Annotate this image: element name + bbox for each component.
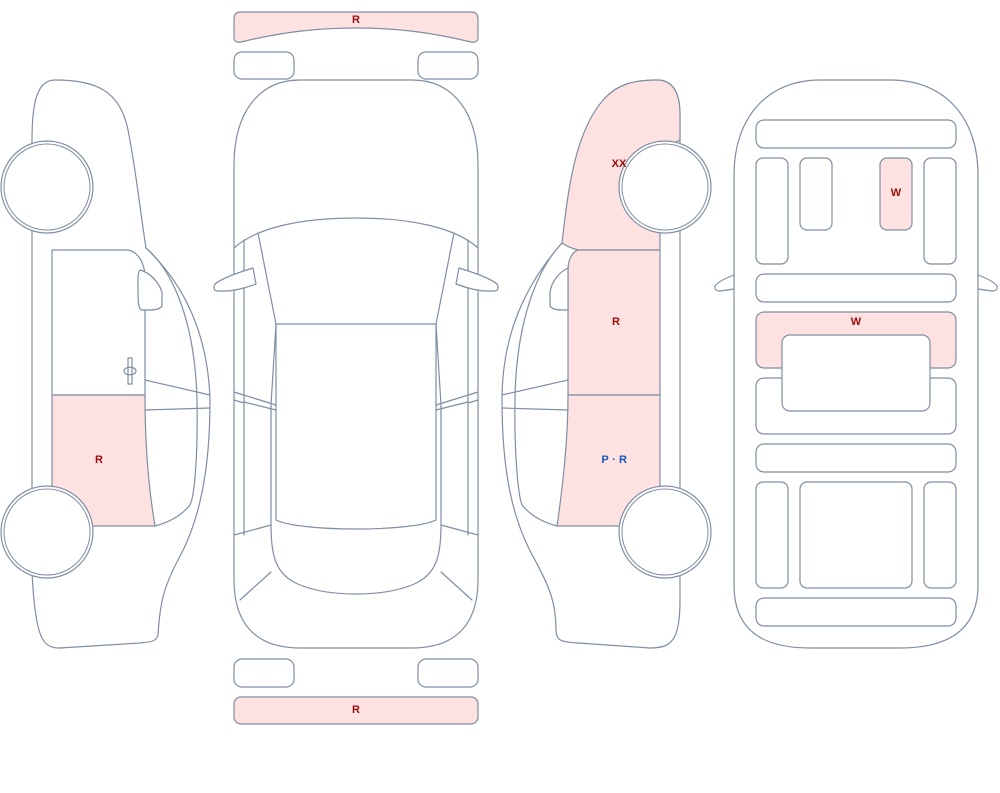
interior-left-rear-door-trim[interactable]: [755, 481, 789, 589]
left-front-wheel[interactable]: [0, 140, 94, 234]
left-side-windows: [144, 247, 211, 527]
rear-bumper-panel[interactable]: [233, 696, 479, 725]
front-bumper-panel[interactable]: [233, 11, 479, 43]
mark-front-bumper: R: [352, 14, 360, 26]
roof-outline: [257, 232, 455, 325]
top-door-lines: [233, 391, 479, 411]
left-mirror[interactable]: [137, 269, 163, 311]
interior-dashboard[interactable]: [755, 119, 957, 149]
interior-center-armrest[interactable]: [781, 334, 931, 412]
right-side-windows: [501, 242, 569, 527]
left-side-view: R: [0, 79, 211, 649]
mark-interior-passenger-airbag: W: [891, 187, 902, 199]
interior-trunk[interactable]: [755, 597, 957, 627]
right-rear-wheel[interactable]: [618, 485, 712, 579]
left-rear-wheel[interactable]: [0, 485, 94, 579]
interior-right-front-door-trim[interactable]: [923, 157, 957, 265]
top-right-mirror[interactable]: [455, 267, 499, 292]
right-side-view: XX R P · R: [501, 79, 712, 649]
left-door-handle[interactable]: [123, 357, 137, 385]
right-mirror[interactable]: [549, 267, 569, 311]
interior-left-front-door-trim[interactable]: [755, 157, 789, 265]
mark-right-front-door: R: [612, 316, 620, 328]
right-rear-door-panel[interactable]: [556, 394, 661, 527]
mark-left-rear-door: R: [95, 454, 103, 466]
interior-steering-area[interactable]: [799, 157, 833, 231]
mark-right-rear-door-rust: R: [619, 454, 627, 466]
interior-left-mirror[interactable]: [714, 274, 735, 292]
front-right-headlight[interactable]: [417, 51, 479, 80]
interior-view: W W: [714, 79, 998, 649]
rear-window: [233, 524, 479, 601]
interior-right-rear-door-trim[interactable]: [923, 481, 957, 589]
interior-passenger-airbag[interactable]: [879, 157, 913, 231]
front-left-headlight[interactable]: [233, 51, 295, 80]
mark-rear-bumper: R: [352, 704, 360, 716]
mark-interior-front-seat: W: [851, 316, 862, 328]
top-left-mirror[interactable]: [213, 267, 257, 292]
mark-right-front-fender: XX: [612, 158, 627, 170]
roof-panel: [275, 323, 437, 530]
interior-right-mirror[interactable]: [977, 274, 998, 292]
interior-rear-seat-back[interactable]: [755, 443, 957, 473]
interior-console[interactable]: [755, 273, 957, 303]
roof-side-lines: [243, 239, 469, 536]
top-body-outline[interactable]: [233, 79, 479, 649]
left-front-door-panel[interactable]: [51, 249, 146, 396]
rear-left-taillight[interactable]: [233, 658, 295, 688]
mark-right-rear-door-paint: P: [601, 454, 608, 466]
mark-right-rear-door-separator: ·: [612, 454, 616, 466]
rear-right-taillight[interactable]: [417, 658, 479, 688]
windshield: [233, 217, 479, 249]
interior-rear-seat[interactable]: [799, 481, 913, 589]
right-front-wheel[interactable]: [618, 140, 712, 234]
top-view: R R: [213, 11, 499, 725]
